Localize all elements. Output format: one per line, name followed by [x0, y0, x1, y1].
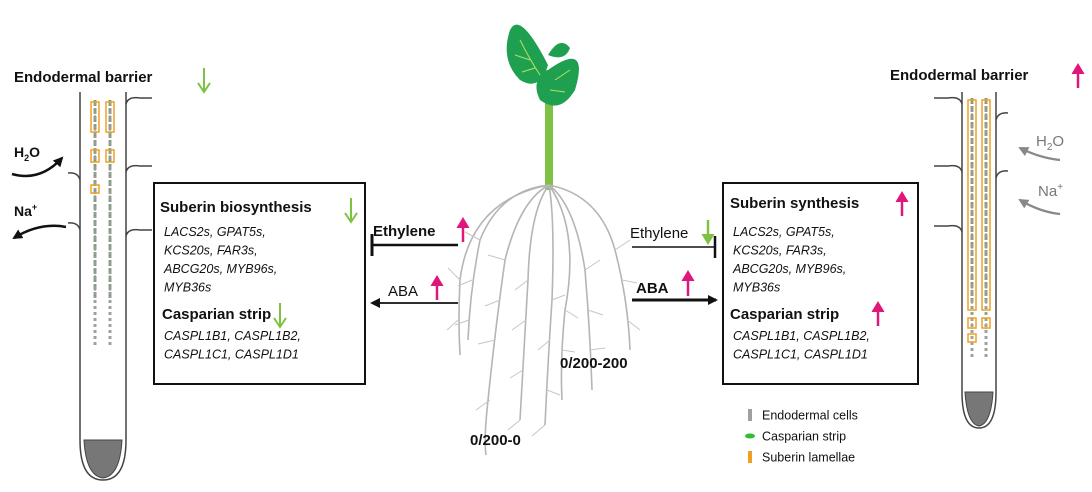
gene-row: ABCG20s, MYB96s,	[163, 262, 277, 276]
legend-swatch	[748, 409, 752, 421]
up-arrow-icon	[895, 191, 909, 216]
left-na-arrow	[12, 224, 67, 240]
up-arrow-icon	[430, 275, 444, 300]
right-na-arrow	[1018, 198, 1061, 216]
left-casparian-gene-list: CASPL1B1, CASPL1B2, CASPL1C1, CASPL1D1	[164, 329, 301, 362]
legend-swatch	[745, 433, 755, 439]
legend-label: Suberin lamellae	[762, 451, 855, 465]
left-suberin-gene-list: LACS2s, GPAT5s,KCS20s, FAR3s,ABCG20s, MY…	[163, 225, 277, 295]
gene-name: GPAT5s,	[217, 225, 266, 239]
gene-name: CASPL1B1,	[733, 329, 803, 343]
gene-name: ABCG20s,	[163, 262, 227, 276]
down-arrow-icon	[273, 303, 287, 329]
gene-row: LACS2s, GPAT5s,	[164, 225, 266, 239]
left-root-illustration	[67, 92, 152, 481]
gene-name: ABCG20s,	[732, 262, 796, 276]
gene-name: MYB96s,	[227, 262, 278, 276]
left-casparian-title: Casparian strip	[162, 306, 271, 323]
right-gene-box	[722, 182, 919, 385]
left-barrier-title: Endodermal barrier	[14, 69, 153, 86]
gene-name: LACS2s,	[164, 225, 217, 239]
gene-row: ABCG20s, MYB96s,	[732, 262, 846, 276]
right-na-label: Na+	[1038, 182, 1063, 200]
right-suberin-gene-list: LACS2s, GPAT5s,KCS20s, FAR3s,ABCG20s, MY…	[732, 225, 846, 295]
right-ethylene-label: Ethylene	[630, 225, 688, 242]
left-h2o-label: H2O	[14, 144, 40, 163]
gene-name: CASPL1B1,	[164, 329, 234, 343]
left-na-label: Na+	[14, 202, 37, 219]
gene-row: KCS20s, FAR3s,	[164, 244, 258, 258]
gene-row: CASPL1C1, CASPL1D1	[164, 348, 299, 362]
left-treatment-label: 0/200-0	[470, 432, 521, 449]
left-h2o-arrow	[11, 156, 64, 178]
gene-name: CASPL1B2,	[234, 329, 301, 343]
gene-name: KCS20s,	[164, 244, 217, 258]
gene-name: CASPL1C1,	[164, 348, 235, 362]
left-ethylene-label: Ethylene	[373, 223, 436, 240]
left-gene-box	[153, 182, 366, 385]
gene-name: CASPL1D1	[235, 348, 299, 362]
right-casparian-gene-list: CASPL1B1, CASPL1B2, CASPL1C1, CASPL1D1	[733, 329, 870, 362]
left-aba-label: ABA	[388, 283, 418, 300]
gene-name: CASPL1B2,	[803, 329, 870, 343]
right-treatment-label: 0/200-200	[560, 355, 628, 372]
gene-name: CASPL1D1	[804, 348, 868, 362]
legend-label: Endodermal cells	[762, 409, 858, 423]
gene-name: KCS20s,	[733, 244, 786, 258]
gene-name: LACS2s,	[733, 225, 786, 239]
up-arrow-icon	[1071, 63, 1085, 88]
gene-name: MYB36s	[733, 281, 780, 295]
up-arrow-icon	[456, 217, 470, 242]
right-h2o-label: H2O	[1036, 133, 1064, 153]
gene-row: CASPL1B1, CASPL1B2,	[164, 329, 301, 343]
up-arrow-icon	[871, 301, 885, 326]
gene-name: GPAT5s,	[786, 225, 835, 239]
down-arrow-icon	[701, 220, 715, 245]
gene-row: CASPL1C1, CASPL1D1	[733, 348, 868, 362]
gene-row: KCS20s, FAR3s,	[733, 244, 827, 258]
plant-seedling-illustration	[446, 24, 641, 456]
left-ethylene-inhibition	[370, 234, 458, 256]
right-suberin-title: Suberin synthesis	[730, 195, 859, 212]
down-arrow-icon	[344, 198, 358, 224]
right-barrier-title: Endodermal barrier	[890, 67, 1029, 84]
gene-name: CASPL1C1,	[733, 348, 804, 362]
left-suberin-title: Suberin biosynthesis	[160, 199, 312, 216]
right-aba-label: ABA	[636, 280, 669, 297]
gene-name: FAR3s,	[217, 244, 258, 258]
gene-name: MYB36s	[164, 281, 211, 295]
gene-row: MYB36s	[164, 281, 211, 295]
right-h2o-arrow	[1018, 147, 1061, 162]
gene-row: CASPL1B1, CASPL1B2,	[733, 329, 870, 343]
gene-row: MYB36s	[733, 281, 780, 295]
down-arrow-icon	[197, 68, 211, 94]
gene-name: MYB96s,	[796, 262, 847, 276]
up-arrow-icon	[681, 270, 695, 296]
legend-label: Casparian strip	[762, 430, 846, 444]
right-ethylene-inhibition	[632, 236, 717, 258]
gene-row: LACS2s, GPAT5s,	[733, 225, 835, 239]
gene-name: FAR3s,	[786, 244, 827, 258]
right-root-illustration	[934, 92, 1009, 429]
legend-swatch	[748, 451, 752, 463]
right-casparian-title: Casparian strip	[730, 306, 839, 323]
